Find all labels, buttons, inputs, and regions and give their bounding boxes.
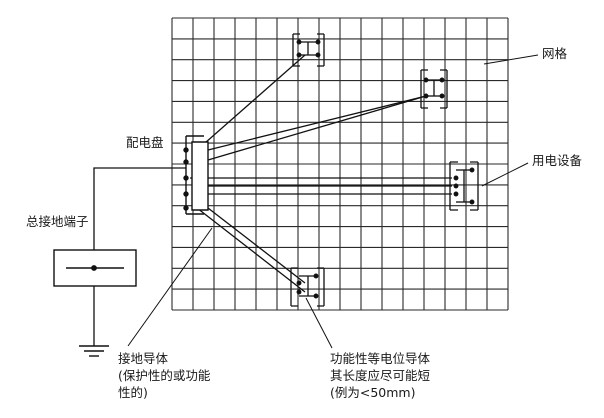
conductor-bottom-equipment-2 xyxy=(196,207,306,293)
equipment-top-right xyxy=(420,69,448,109)
distribution-board xyxy=(183,135,209,215)
equipment-right xyxy=(449,161,479,211)
leader-lines xyxy=(127,54,539,349)
conductor-top-right-equipment xyxy=(207,95,427,151)
main-earthing-terminal xyxy=(53,249,137,287)
label-earthing-conductor: 接地导体 (保护性的或功能 性的) xyxy=(118,350,210,401)
leader-grid xyxy=(483,54,539,65)
leader-earthing-conductor xyxy=(127,227,213,347)
conductor-top-right-equipment-2 xyxy=(207,95,427,161)
earthing-grid xyxy=(171,17,509,311)
label-earthing-conductor-line-3: 性的) xyxy=(118,385,148,400)
label-earthing-conductor-line-1: 接地导体 xyxy=(118,351,169,366)
label-grid: 网格 xyxy=(542,46,568,61)
label-main-earthing-terminal: 总接地端子 xyxy=(26,214,89,229)
conductor-bottom-equipment xyxy=(207,207,306,284)
equipment-top-left xyxy=(292,33,325,67)
ground-symbol-icon xyxy=(79,345,109,357)
bonding-wiring xyxy=(93,54,452,346)
label-equipment: 用电设备 xyxy=(532,153,583,168)
label-bonding-conductor: 功能性等电位导体 其长度应尽可能短 (例为<50mm) xyxy=(330,350,430,401)
equipment-bottom xyxy=(290,267,325,307)
label-distribution-board: 配电盘 xyxy=(126,135,164,150)
label-earthing-conductor-line-2: (保护性的或功能 xyxy=(118,368,211,383)
label-bonding-conductor-line-3: (例为<50mm) xyxy=(330,385,416,400)
leader-equipment xyxy=(481,162,529,187)
leader-bonding-conductor xyxy=(305,297,333,349)
label-bonding-conductor-line-2: 其长度应尽可能短 xyxy=(330,368,431,383)
label-bonding-conductor-line-1: 功能性等电位导体 xyxy=(330,351,431,366)
conductor-top-left-equipment xyxy=(196,54,306,151)
